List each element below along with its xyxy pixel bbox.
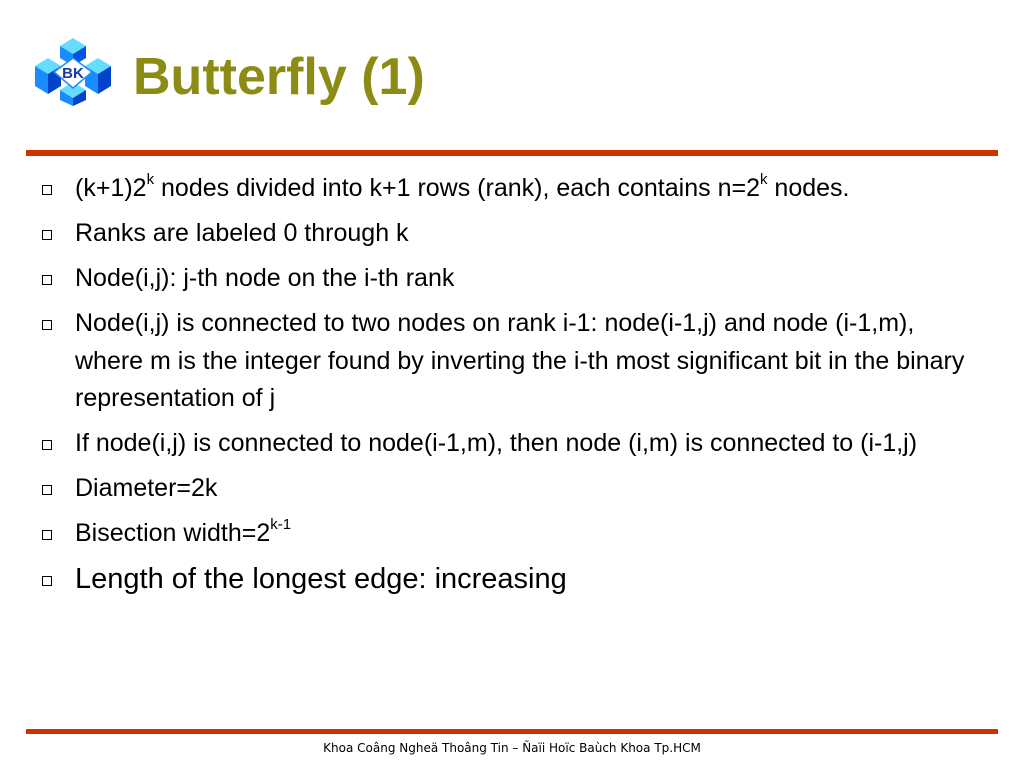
bullet-item: Node(i,j): j-th node on the i-th rank xyxy=(36,260,976,298)
hollow-square-icon xyxy=(42,275,52,285)
bullet-item: Ranks are labeled 0 through k xyxy=(36,215,976,253)
bullet-list: (k+1)2k nodes divided into k+1 rows (ran… xyxy=(36,170,976,606)
superscript: k xyxy=(759,170,768,188)
bullet-text: Node(i,j): j-th node on the i-th rank xyxy=(75,264,455,292)
logo-text: BK xyxy=(62,65,84,82)
hollow-square-icon xyxy=(42,576,52,586)
bullet-text-part: nodes divided into k+1 rows (rank), each… xyxy=(154,174,760,202)
bullet-item: If node(i,j) is connected to node(i-1,m)… xyxy=(36,425,976,463)
bullet-item: (k+1)2k nodes divided into k+1 rows (ran… xyxy=(36,170,976,208)
bullet-text-part: Bisection width=2 xyxy=(75,519,271,547)
bullet-text: If node(i,j) is connected to node(i-1,m)… xyxy=(75,429,918,457)
bullet-text: Length of the longest edge: increasing xyxy=(75,563,567,595)
bullet-item: Bisection width=2k-1 xyxy=(36,515,976,553)
hollow-square-icon xyxy=(42,530,52,540)
slide-footer: Khoa Coâng Ngheä Thoâng Tin – Ñaïi Hoïc … xyxy=(323,741,701,755)
bullet-text-part: nodes. xyxy=(767,174,850,202)
footer-divider xyxy=(26,729,998,734)
title-divider xyxy=(26,150,998,156)
bullet-item: Diameter=2k xyxy=(36,470,976,508)
bullet-item: Length of the longest edge: increasing xyxy=(36,560,976,598)
superscript: k xyxy=(146,170,155,188)
slide-title: Butterfly (1) xyxy=(133,48,425,106)
hollow-square-icon xyxy=(42,185,52,195)
superscript: k-1 xyxy=(270,515,292,533)
bullet-text: Diameter=2k xyxy=(75,474,218,502)
bk-logo: BK xyxy=(35,38,111,106)
hollow-square-icon xyxy=(42,230,52,240)
hollow-square-icon xyxy=(42,320,52,330)
bullet-text: Ranks are labeled 0 through k xyxy=(75,219,409,247)
hollow-square-icon xyxy=(42,440,52,450)
bullet-text-part: (k+1)2 xyxy=(75,174,147,202)
bullet-text: Node(i,j) is connected to two nodes on r… xyxy=(75,309,965,412)
hollow-square-icon xyxy=(42,485,52,495)
bullet-item: Node(i,j) is connected to two nodes on r… xyxy=(36,305,976,418)
